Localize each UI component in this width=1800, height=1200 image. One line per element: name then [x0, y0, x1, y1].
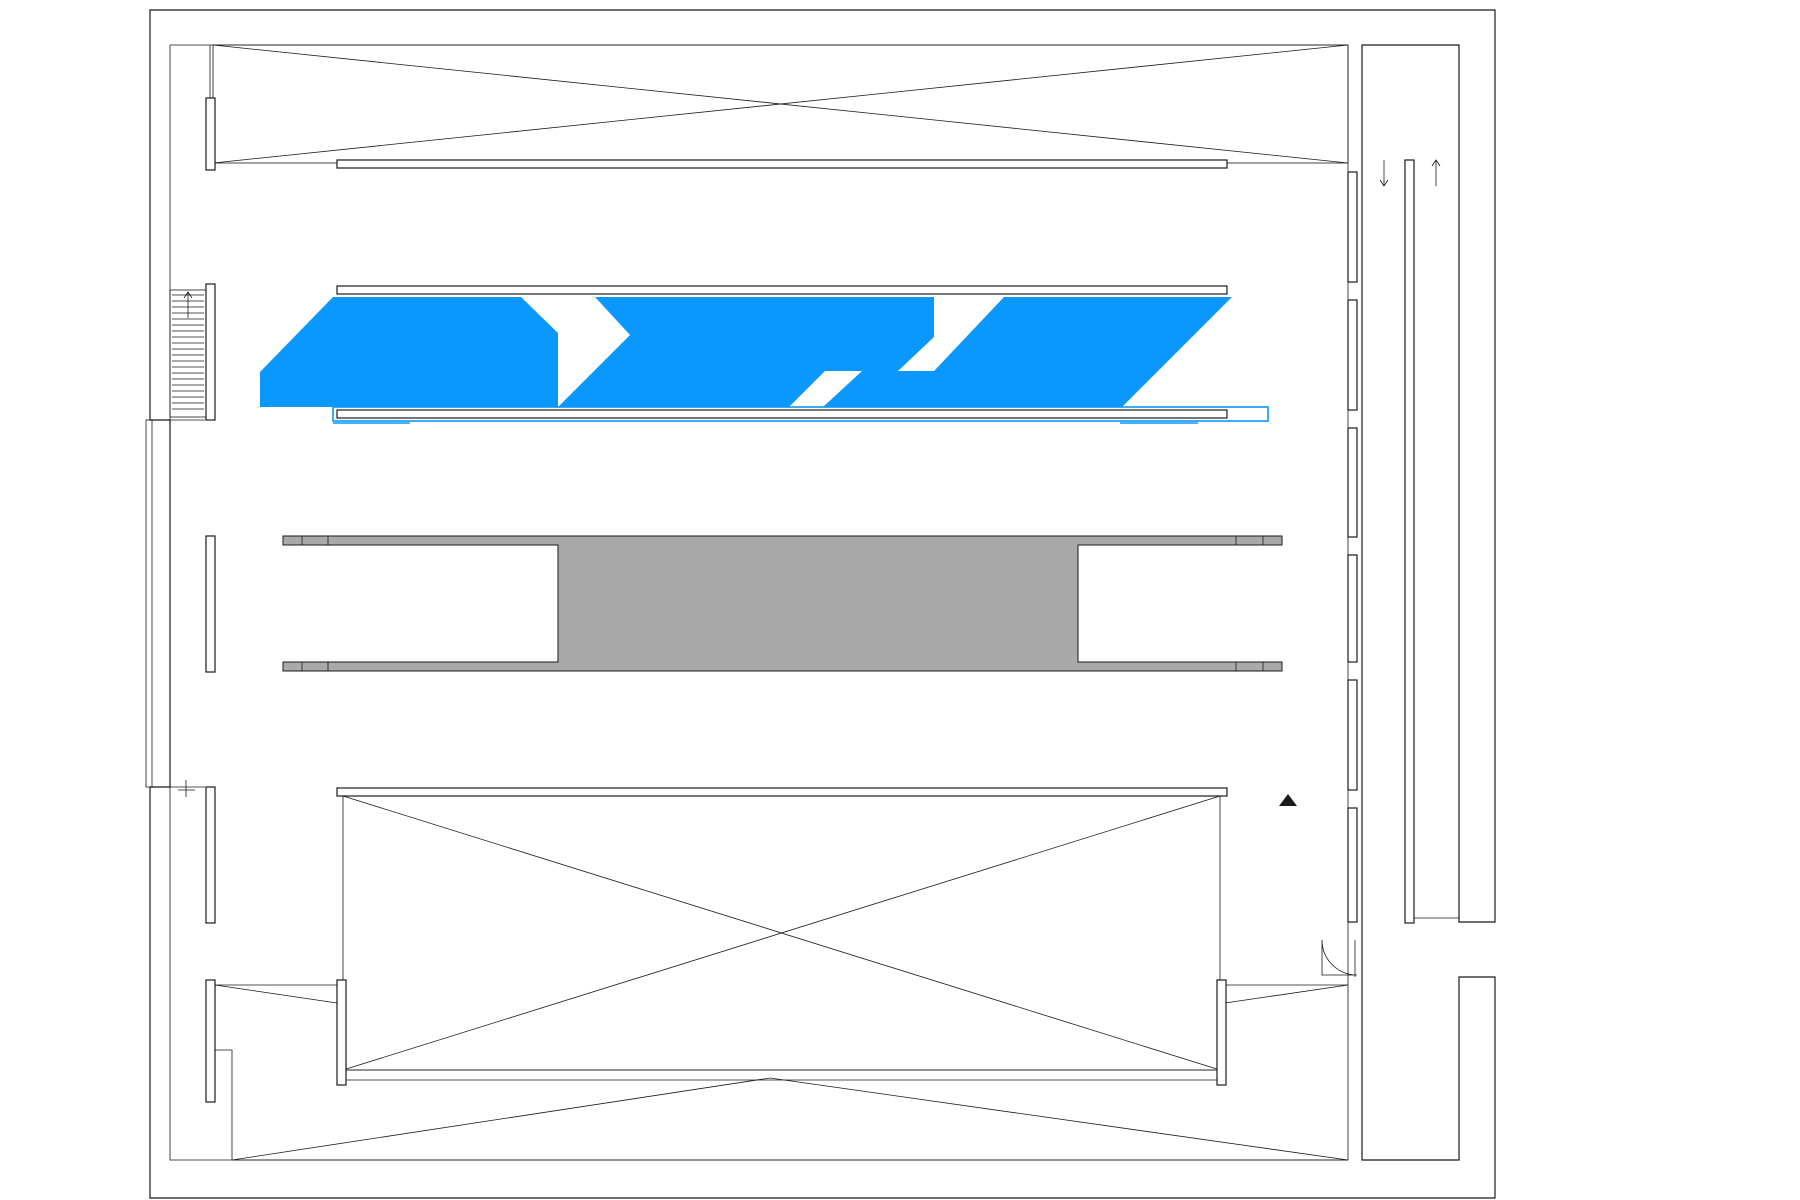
bottom-void: [205, 979, 1349, 1161]
left-pier-tick: [178, 780, 195, 797]
right-wall-segment: [1347, 299, 1358, 411]
triangle-marker-icon: [1279, 794, 1297, 806]
right-wall-segment: [1347, 171, 1358, 283]
arrow-up-icon: [1431, 159, 1441, 186]
door-swing-icon: [1321, 939, 1358, 977]
blue-installation: [260, 297, 1269, 424]
right-wall-segments: [1347, 171, 1358, 923]
arrow-down-icon: [1379, 160, 1389, 187]
rail-blue: [336, 409, 1228, 419]
lower-void: [336, 795, 1227, 1086]
right-wall-segment: [1347, 554, 1358, 663]
left-pier-middle: [205, 535, 216, 673]
rail-lower: [336, 787, 1228, 797]
left-pier-lower: [205, 786, 216, 924]
top-void: [205, 44, 1349, 171]
ramp: [1379, 159, 1459, 924]
right-wall-segment: [1347, 679, 1358, 791]
right-wall-segment: [1347, 427, 1358, 538]
gray-block: [282, 535, 1283, 672]
stair: [169, 283, 216, 421]
right-wall-segment: [1347, 807, 1358, 923]
rail-upper: [336, 285, 1228, 295]
arrow-up-icon: [183, 291, 193, 318]
rail-top: [336, 159, 1228, 169]
